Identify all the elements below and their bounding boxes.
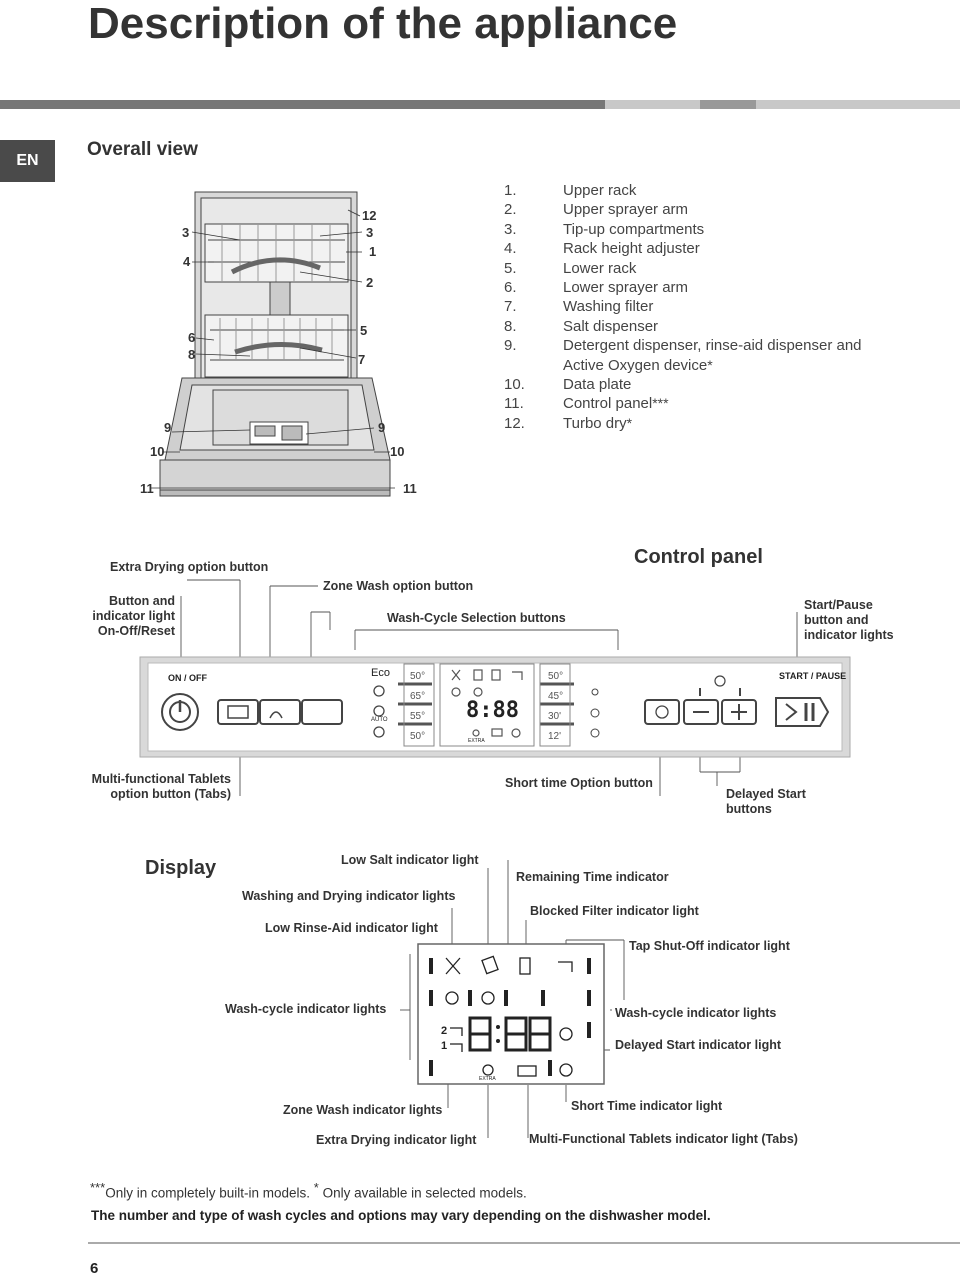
part-item: 4.Rack height adjuster: [504, 240, 700, 258]
display-heading: Display: [145, 857, 217, 879]
low-rinse-aid-label: Low Rinse-Aid indicator light: [265, 921, 438, 935]
callout-3-left: 3: [182, 225, 190, 240]
tabs-indicator-label: Multi-Functional Tablets indicator light…: [529, 1132, 798, 1146]
part-item: Active Oxygen device*: [563, 356, 713, 374]
blocked-filter-label: Blocked Filter indicator light: [530, 904, 699, 918]
display-illustration: [417, 943, 605, 1085]
washing-drying-label: Washing and Drying indicator lights: [242, 889, 456, 903]
zone-wash-indicator-label: Zone Wash indicator lights: [283, 1103, 443, 1117]
callout-11-right: 11: [403, 481, 417, 496]
footnote-variation: The number and type of wash cycles and o…: [91, 1208, 711, 1223]
callout-9-left: 9: [164, 420, 172, 435]
display-extra-text: EXTRA: [479, 1076, 496, 1082]
low-salt-label: Low Salt indicator light: [341, 853, 479, 867]
callout-4: 4: [183, 254, 191, 269]
delayed-start-indicator-label: Delayed Start indicator light: [615, 1038, 782, 1052]
panel-time-digits: 8:88: [466, 698, 519, 723]
callout-6: 6: [188, 330, 196, 345]
callout-1: 1: [369, 244, 377, 259]
callout-2: 2: [366, 275, 374, 290]
callout-8: 8: [188, 347, 196, 362]
extra-drying-label: Extra Drying option button: [110, 560, 269, 574]
tabs-option-label: Multi-functional Tablets option button (…: [91, 772, 231, 801]
footnote-availability: ***Only in completely built-in models. *…: [90, 1180, 527, 1201]
start-pause-text: START / PAUSE: [779, 671, 847, 681]
temps-left: 50° 65° 55° 50°: [410, 671, 426, 742]
callout-7: 7: [358, 352, 366, 367]
control-panel-heading: Control panel: [634, 546, 763, 568]
page-number: 6: [90, 1260, 99, 1277]
eco-text: Eco: [371, 667, 390, 679]
display-zone-2: 2: [441, 1025, 448, 1037]
panel-extra-text: EXTRA: [468, 738, 485, 744]
part-item: 9.Detergent dispenser, rinse-aid dispens…: [504, 337, 862, 355]
language-tab: EN: [0, 140, 55, 182]
delayed-start-label: Delayed Start buttons: [726, 787, 806, 816]
dishwasher-callout-lines: [150, 209, 395, 489]
part-item: 11.Control panel***: [504, 395, 669, 413]
overall-view-heading: Overall view: [87, 139, 198, 160]
callout-3-right: 3: [366, 225, 374, 240]
short-time-option-label: Short time Option button: [505, 776, 653, 790]
extra-drying-indicator-label: Extra Drying indicator light: [316, 1133, 477, 1147]
header-color-bar: [0, 100, 960, 109]
callout-12: 12: [362, 208, 377, 223]
temps-right: 50° 45° 30' 12': [548, 671, 564, 742]
start-pause-label: Start/Pause button and indicator lights: [804, 598, 894, 642]
part-item: 8.Salt dispenser: [504, 317, 659, 335]
part-item: 3.Tip-up compartments: [504, 220, 705, 238]
callout-9-right: 9: [378, 420, 386, 435]
tap-shutoff-label: Tap Shut-Off indicator light: [629, 939, 790, 953]
part-item: 12.Turbo dry*: [504, 414, 633, 432]
zone-wash-label: Zone Wash option button: [323, 579, 474, 593]
part-item: 7.Washing filter: [504, 298, 654, 316]
part-item: 10.Data plate: [504, 376, 632, 394]
remaining-time-label: Remaining Time indicator: [516, 870, 669, 884]
short-time-indicator-label: Short Time indicator light: [571, 1099, 723, 1113]
part-item: 2.Upper sprayer arm: [504, 201, 689, 219]
callout-11-left: 11: [140, 481, 154, 496]
callout-5: 5: [360, 323, 368, 338]
wash-cycle-right-label: Wash-cycle indicator lights: [615, 1006, 777, 1020]
control-panel-illustration: [139, 656, 851, 758]
on-off-text: ON / OFF: [168, 673, 207, 683]
dishwasher-illustration: [159, 191, 391, 497]
part-item: 1.Upper rack: [504, 182, 637, 199]
part-item: 5.Lower rack: [504, 259, 637, 277]
page-title: Description of the appliance: [88, 0, 678, 48]
onoff-label: Button and indicator light On-Off/Reset: [92, 594, 175, 638]
wash-cycle-selection-label: Wash-Cycle Selection buttons: [387, 611, 566, 625]
callout-10-right: 10: [390, 444, 405, 459]
callout-10-left: 10: [150, 444, 165, 459]
display-zone-1: 1: [441, 1040, 448, 1052]
auto-text: AUTO: [371, 717, 388, 723]
parts-list: 1.Upper rack 2.Upper sprayer arm 3.Tip-u…: [504, 181, 862, 433]
part-item: 6.Lower sprayer arm: [504, 279, 689, 297]
wash-cycle-left-label: Wash-cycle indicator lights: [225, 1002, 387, 1016]
